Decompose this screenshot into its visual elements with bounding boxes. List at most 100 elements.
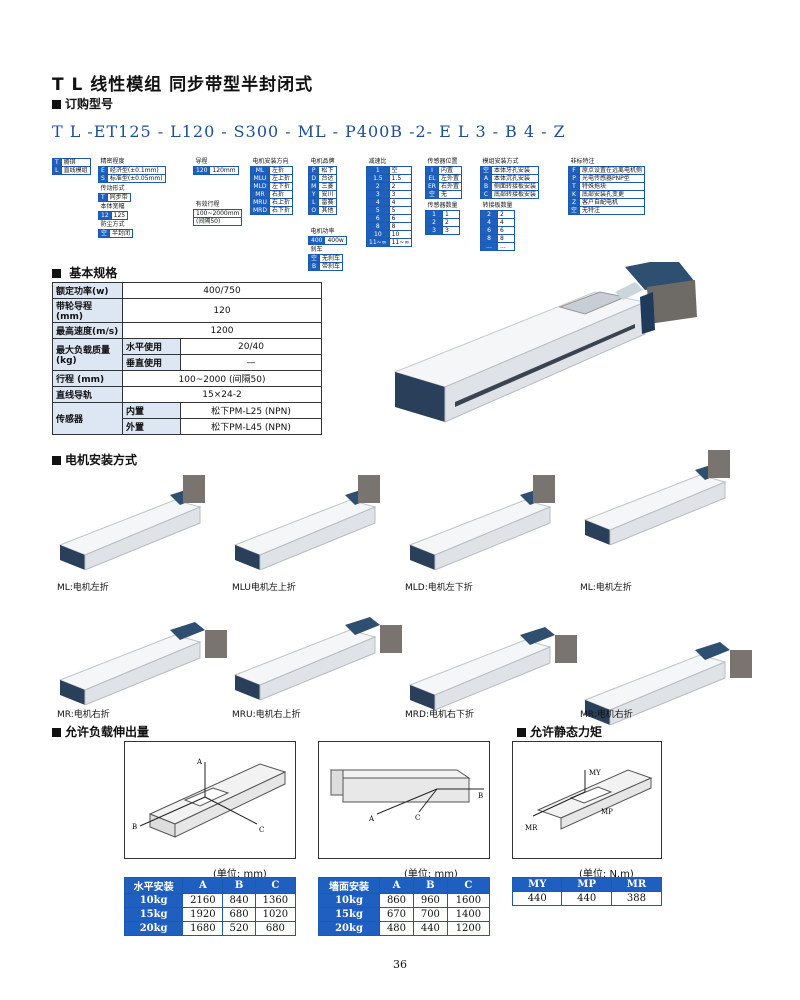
option-cell: 4 bbox=[480, 217, 498, 227]
table-header-cell: MY bbox=[511, 877, 563, 892]
option-head: 精密程度 bbox=[98, 158, 166, 167]
option-cell: A bbox=[479, 173, 493, 183]
label-b: B bbox=[132, 823, 137, 831]
option-cell: 经济型(±0.1mm) bbox=[106, 165, 166, 175]
order-code-part: ML bbox=[297, 122, 327, 141]
table-header-cell: B bbox=[412, 877, 448, 894]
option-cell: MLD bbox=[250, 181, 270, 191]
option-cell: 8 bbox=[496, 233, 516, 243]
table-cell: 1920 bbox=[182, 907, 224, 922]
option-cell: B bbox=[479, 181, 493, 191]
table-cell: 440 bbox=[511, 891, 563, 906]
order-code-part: - bbox=[492, 122, 500, 141]
order-code-part: -2- bbox=[409, 122, 434, 141]
module-illustration bbox=[408, 627, 577, 710]
option-cell: 3 bbox=[425, 225, 443, 235]
module-illustration bbox=[583, 642, 752, 725]
motor-caption: MR:电机右折 bbox=[57, 710, 110, 720]
option-head: 导程 bbox=[193, 158, 239, 167]
table-cell: 1600 bbox=[446, 893, 491, 908]
option-cell: 2 bbox=[496, 209, 516, 219]
option-cell: 3 bbox=[366, 189, 390, 199]
table-header-cell: B bbox=[222, 877, 256, 894]
option-cell: 1 bbox=[441, 209, 461, 219]
option-cell: 左下折 bbox=[268, 181, 293, 191]
table-cell: 520 bbox=[222, 921, 256, 936]
diagram-wall: A C B bbox=[318, 741, 490, 859]
option-cell: 2 bbox=[388, 181, 413, 191]
option-cell: 空 bbox=[425, 189, 439, 199]
table-cell: 10kg bbox=[317, 893, 381, 908]
option-cell: 带刹车 bbox=[319, 261, 344, 271]
option-head: 传动形式 bbox=[98, 185, 131, 194]
motor-caption: MR:电机右折 bbox=[580, 710, 633, 720]
table-cell: 20kg bbox=[123, 921, 184, 936]
option-cell: 3 bbox=[441, 225, 461, 235]
option-head: 传感器数量 bbox=[425, 202, 460, 211]
option-cell: 2 bbox=[480, 209, 498, 219]
option-cell: 120mm bbox=[209, 165, 239, 175]
option-cell: 左折 bbox=[268, 165, 293, 175]
option-cell: MR bbox=[250, 189, 270, 199]
order-heading: 订购型号 bbox=[52, 95, 113, 112]
option-cell: P bbox=[567, 173, 581, 183]
option-table-dust: 防尘方式空半封闭 bbox=[97, 221, 134, 238]
option-cell: EL bbox=[425, 173, 439, 183]
option-head: 电机功率 bbox=[308, 228, 347, 237]
option-cell: 特殊拖块 bbox=[579, 181, 646, 191]
motor-caption: MRD:电机右下折 bbox=[405, 710, 474, 720]
option-cell: (间隔50) bbox=[192, 216, 243, 226]
table-header-cell: A bbox=[379, 877, 414, 894]
option-cell: 5 bbox=[388, 205, 413, 215]
option-cell: 10 bbox=[388, 229, 413, 239]
option-cell: 6 bbox=[496, 225, 516, 235]
motor-caption: MLD:电机左下折 bbox=[405, 583, 473, 593]
option-cell: ML bbox=[250, 165, 270, 175]
option-cell: 客户自配电机 bbox=[579, 197, 646, 207]
svg-text:B: B bbox=[478, 792, 483, 800]
order-code-part: - bbox=[285, 122, 292, 141]
table-cell: 670 bbox=[379, 907, 414, 922]
option-cell: 8 bbox=[480, 233, 498, 243]
table-cell: 20kg bbox=[317, 921, 381, 936]
option-cell: 内置 bbox=[437, 165, 462, 175]
order-code-part: T L bbox=[52, 122, 82, 141]
option-cell: 腾琪 bbox=[60, 158, 91, 167]
module-illustration bbox=[58, 622, 227, 705]
page-title: T L 线性模组 同步带型半封闭式 bbox=[52, 75, 314, 95]
order-code-part: P400B bbox=[345, 122, 404, 141]
option-cell: 400w bbox=[324, 235, 347, 245]
option-cell: Y bbox=[307, 189, 320, 199]
spec-table: 额定功率(w)400/750 带轮导程 (mm)120 最高速度(m/s)120… bbox=[52, 282, 322, 435]
option-cell: 三菱 bbox=[318, 181, 338, 191]
option-cell: D bbox=[307, 173, 320, 183]
table-header-cell: 墙面安装 bbox=[317, 877, 381, 894]
motor-caption: MLU电机左上折 bbox=[232, 583, 296, 593]
table-header-cell: A bbox=[182, 877, 224, 894]
order-code-part: - bbox=[157, 122, 165, 141]
module-illustration bbox=[58, 475, 205, 570]
option-cell: 1 bbox=[366, 165, 390, 175]
option-cell: 本体沉孔安装 bbox=[491, 173, 540, 183]
option-cell: Z bbox=[567, 197, 581, 207]
option-cell: K bbox=[567, 189, 581, 199]
order-code-part: B 4 bbox=[505, 122, 536, 141]
option-cell: 右下折 bbox=[268, 205, 293, 215]
option-cell: 3 bbox=[388, 189, 413, 199]
option-cell: 4 bbox=[496, 217, 516, 227]
table-cell: 1680 bbox=[182, 921, 224, 936]
svg-text:MP: MP bbox=[601, 808, 613, 816]
table-cell: 15kg bbox=[123, 907, 184, 922]
svg-text:MR: MR bbox=[525, 824, 538, 832]
option-cell: 5 bbox=[366, 205, 390, 215]
